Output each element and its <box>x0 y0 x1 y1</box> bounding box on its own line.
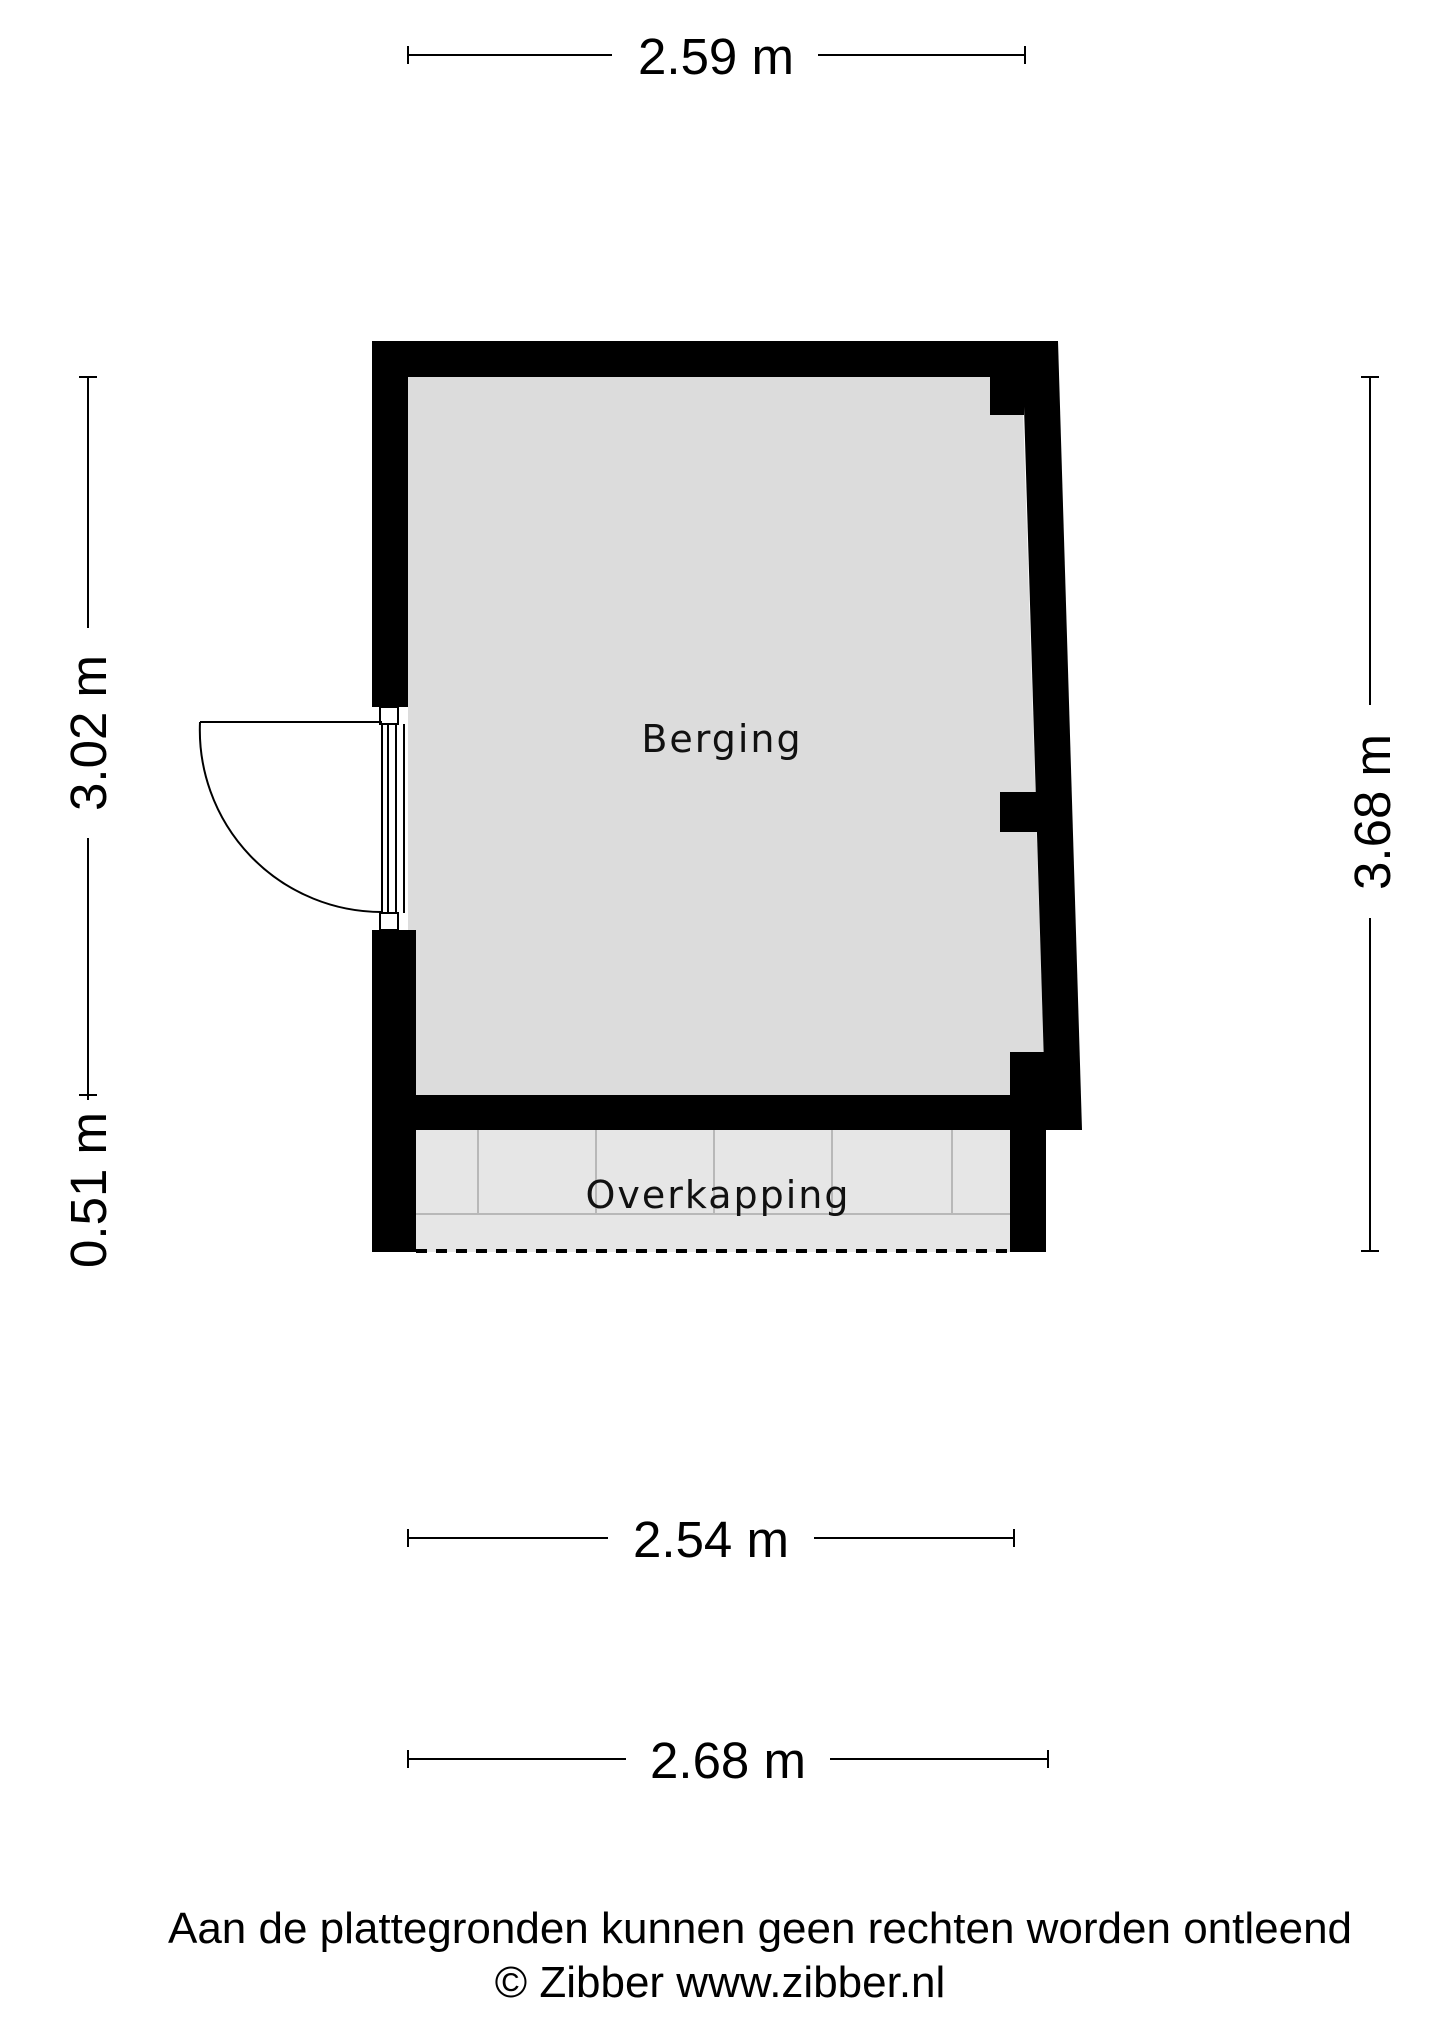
overkapping-grid <box>416 1128 1010 1215</box>
door <box>198 706 405 931</box>
dimension-top-width: 2.59 m <box>638 28 794 85</box>
disclaimer-text: Aan de plattegronden kunnen geen rechten… <box>167 1904 1353 1953</box>
dimension-bottom-inner-width: 2.54 m <box>633 1511 789 1568</box>
dimension-bottom-outer-width: 2.68 m <box>650 1732 806 1789</box>
dimension-left-overkapping-height: 0.51 m <box>60 1112 117 1268</box>
dimension-right-height: 3.68 m <box>1344 734 1401 890</box>
walls <box>372 341 1082 1252</box>
copyright-text: © Zibber www.zibber.nl <box>494 1958 946 2007</box>
room-label-overkapping: Overkapping <box>585 1173 850 1217</box>
berging-floor <box>408 377 1045 1095</box>
dimension-lines <box>79 46 1379 1768</box>
dimension-left-berging-height: 3.02 m <box>60 655 117 811</box>
room-label-berging: Berging <box>641 717 802 761</box>
